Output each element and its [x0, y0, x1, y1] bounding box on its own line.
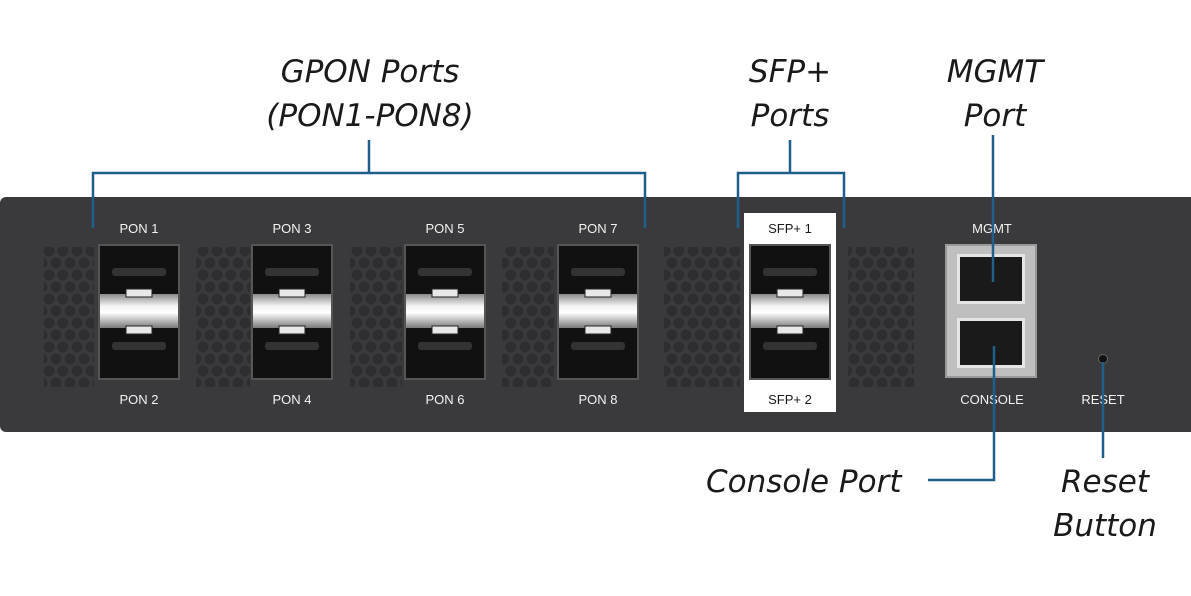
reset-callout-line1: Reset [1061, 464, 1149, 500]
label-pon-4: PON 4 [272, 392, 312, 407]
mgmt-console-block [945, 244, 1037, 378]
sfp-ports-callout: SFP+ Ports [720, 50, 860, 138]
mgmt-port-callout: MGMT Port [920, 50, 1070, 138]
label-pon-6: PON 6 [425, 392, 465, 407]
sfp-bracket [736, 140, 846, 228]
gpon-callout-line1: GPON Ports [280, 54, 460, 90]
reset-button-callout: Reset Button [1035, 460, 1175, 548]
mgmt-callout-line2: Port [963, 98, 1027, 134]
label-pon-7: PON 7 [578, 221, 618, 236]
label-sfp-2: SFP+ 2 [768, 392, 812, 407]
panel-vent-pattern [44, 247, 914, 387]
sfp-callout-line2: Ports [750, 98, 830, 134]
label-sfp-1: SFP+ 1 [768, 221, 812, 236]
sfp-latch [751, 268, 829, 350]
console-port-callout: Console Port [706, 464, 902, 500]
label-pon-1: PON 1 [119, 221, 159, 236]
label-pon-8: PON 8 [578, 392, 618, 407]
pon-7-8-latch [559, 268, 637, 350]
label-pon-2: PON 2 [119, 392, 159, 407]
console-leader [928, 346, 996, 482]
console-rj45-port [957, 318, 1025, 368]
gpon-callout-line2: (PON1-PON8) [266, 98, 474, 134]
pon-1-2-latch [100, 268, 178, 350]
label-console: CONSOLE [960, 392, 1024, 407]
gpon-ports-callout: GPON Ports (PON1-PON8) [220, 50, 520, 138]
label-pon-3: PON 3 [272, 221, 312, 236]
sfp-callout-line1: SFP+ [748, 54, 832, 90]
mgmt-rj45-port [957, 254, 1025, 304]
pon-5-6-latch [406, 268, 484, 350]
label-pon-5: PON 5 [425, 221, 465, 236]
mgmt-callout-line1: MGMT [946, 54, 1044, 90]
pon-3-4-latch [253, 268, 331, 350]
reset-callout-line2: Button [1053, 508, 1157, 544]
gpon-bracket [91, 140, 647, 228]
